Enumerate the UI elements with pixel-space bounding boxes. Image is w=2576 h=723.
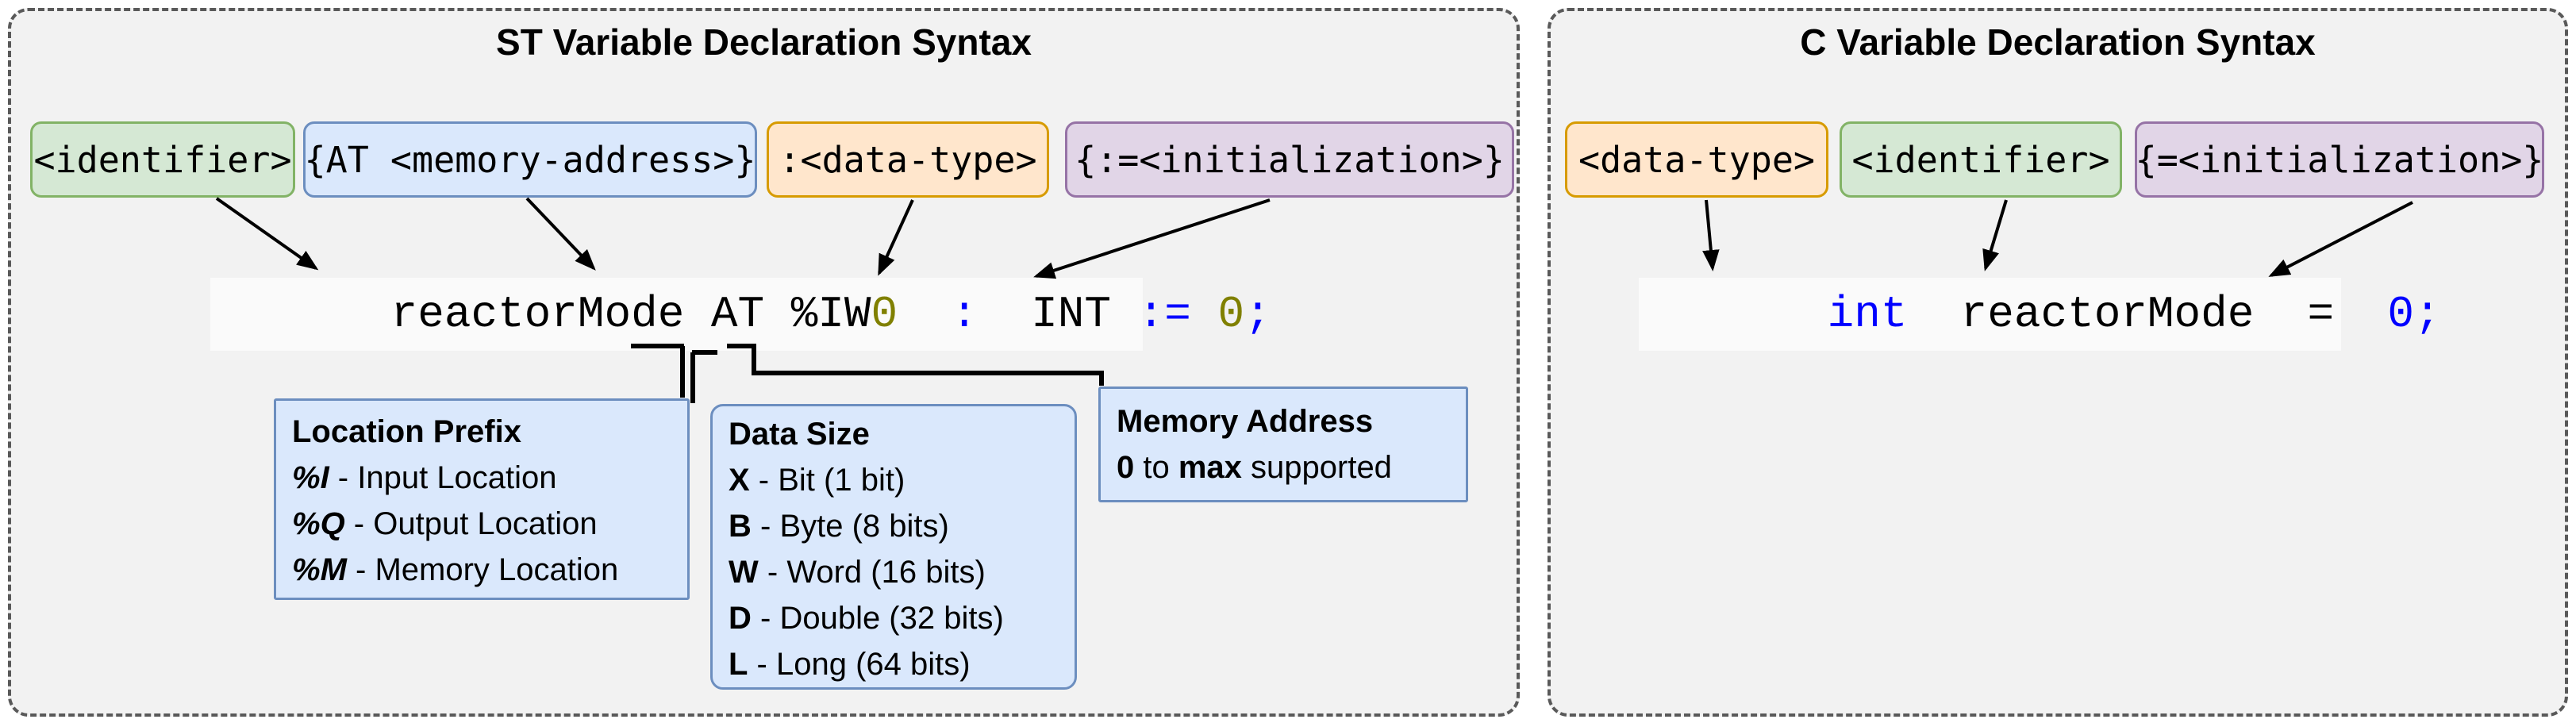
st-initialization-box: {:=<initialization>} — [1065, 121, 1514, 198]
c-identifier-box: <identifier> — [1840, 121, 2122, 198]
c-code-text: int reactorMode = 0; — [1667, 238, 2441, 390]
c-code-token: 0; — [2387, 289, 2441, 340]
data-size-item: W - Word (16 bits) — [729, 555, 986, 590]
st-code-token: 0 — [871, 289, 898, 340]
st-code-token: reactorMode AT %IW — [390, 289, 871, 340]
memory-address-range: 0 to max supported — [1117, 450, 1392, 485]
location-prefix-item: %I - Input Location — [292, 460, 557, 495]
c-data-type-box: <data-type> — [1565, 121, 1828, 198]
st-code-token: := — [1137, 289, 1191, 340]
location-prefix-item: %Q - Output Location — [292, 506, 598, 541]
c-code-token: reactorMode = — [1907, 289, 2388, 340]
st-code-token: ; — [1244, 289, 1271, 340]
c-code-line: int reactorMode = 0; — [1639, 278, 2441, 351]
memory-address-title: Memory Address — [1117, 404, 1374, 439]
c-code-token: int — [1827, 289, 1908, 340]
st-code-token: 0 — [1217, 289, 1245, 340]
data-size-item: L - Long (64 bits) — [729, 647, 971, 682]
location-prefix-callout: Location Prefix %I - Input Location %Q -… — [274, 398, 690, 600]
data-size-title: Data Size — [729, 417, 870, 452]
data-size-item: B - Byte (8 bits) — [729, 509, 949, 544]
st-code-token — [898, 289, 951, 340]
c-initialization-box: {=<initialization>} — [2135, 121, 2544, 198]
data-size-item: X - Bit (1 bit) — [729, 463, 905, 498]
st-code-line: reactorMode AT %IW0 : INT := 0; — [210, 278, 1271, 351]
c-panel-title: C Variable Declaration Syntax — [1800, 21, 2316, 63]
data-size-callout: Data Size X - Bit (1 bit) B - Byte (8 bi… — [710, 404, 1077, 690]
st-code-token: : — [951, 289, 978, 340]
data-size-item: D - Double (32 bits) — [729, 601, 1004, 636]
st-memory-address-box: {AT <memory-address>} — [303, 121, 757, 198]
st-identifier-box: <identifier> — [30, 121, 295, 198]
st-code-text: reactorMode AT %IW0 : INT := 0; — [231, 238, 1271, 390]
location-prefix-title: Location Prefix — [292, 414, 521, 449]
st-code-token — [1191, 289, 1218, 340]
memory-address-callout: Memory Address 0 to max supported — [1098, 386, 1468, 502]
st-code-token: INT — [977, 289, 1138, 340]
st-data-type-box: :<data-type> — [767, 121, 1049, 198]
location-prefix-item: %M - Memory Location — [292, 552, 619, 587]
st-panel-title: ST Variable Declaration Syntax — [496, 21, 1032, 63]
